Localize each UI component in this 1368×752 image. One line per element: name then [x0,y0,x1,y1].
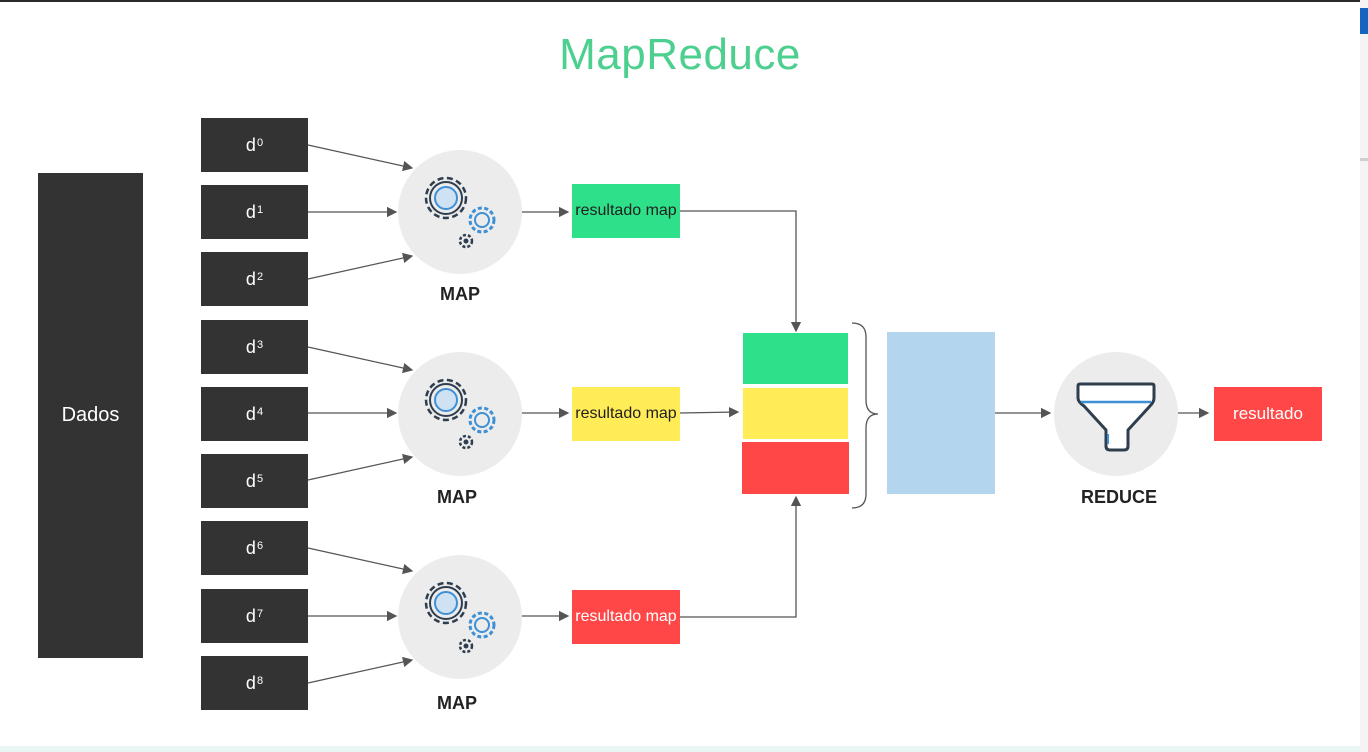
input-chunk-index: 8 [256,675,264,687]
arrow-d0-map1 [307,144,414,172]
map-node-1 [398,150,522,274]
arrow-d6-map3 [307,547,414,575]
map-label-3: MAP [437,693,477,713]
map-result-label: resultado map [575,608,677,625]
diagram-title: MapReduce [559,30,801,79]
arrow-d8-map3 [307,656,414,684]
side-panel-tab[interactable] [1360,8,1368,34]
gears-icon [424,581,496,654]
final-result: resultado [1214,387,1322,441]
side-panel-divider [1360,158,1368,161]
reduce-label: REDUCE [1080,487,1157,507]
group-bracket [851,322,879,509]
map-label-1: MAP [440,284,480,304]
map-result-2: resultado map [572,387,680,441]
arrow-result2-stack [679,406,740,418]
arrow-result3-stack [680,495,802,618]
map-node-3 [398,555,522,679]
grouped-data-block [887,332,995,494]
input-chunk-base: d [245,537,256,558]
arrow-result1-stack [680,210,802,333]
input-chunk-index: 5 [256,473,264,485]
gears-icon [424,378,496,450]
map-node-2 [398,352,522,476]
input-chunk-base: d [245,201,256,222]
bottom-border [0,746,1360,752]
arrow-d3-map2 [307,346,414,374]
arrow-d2-map1 [307,252,414,280]
input-chunk-index: 0 [256,137,264,149]
input-chunk-base: d [245,134,256,155]
input-chunk-index: 1 [256,204,264,216]
data-block-label: Dados [61,404,120,426]
input-chunk-index: 7 [256,608,264,620]
map-result-label: resultado map [575,405,677,422]
input-chunk-base: d [245,268,256,289]
input-chunk-index: 2 [256,271,264,283]
top-border [0,0,1368,2]
side-panel-strip [1360,0,1368,752]
input-chunk-base: d [245,403,256,424]
input-chunk-index: 6 [256,540,264,552]
input-chunk-base: d [245,470,256,491]
map-label-2: MAP [437,487,477,507]
map-result-3: resultado map [572,590,680,644]
shuffle-block-green [743,333,848,384]
reduce-node [1054,352,1178,476]
input-chunk-base: d [245,336,256,357]
gears-icon [424,176,496,249]
shuffle-block-red [742,442,849,494]
data-block: Dados [38,173,143,658]
map-result-1: resultado map [572,184,680,238]
input-chunk-base: d [245,605,256,626]
input-chunk-index: 4 [256,406,264,418]
shuffle-block-yellow [743,388,848,439]
final-result-label: resultado [1233,404,1303,423]
input-chunk-base: d [245,672,256,693]
arrow-d5-map2 [307,453,414,481]
input-chunk-index: 3 [256,339,264,351]
map-result-label: resultado map [575,202,677,219]
funnel-icon [1076,382,1156,452]
